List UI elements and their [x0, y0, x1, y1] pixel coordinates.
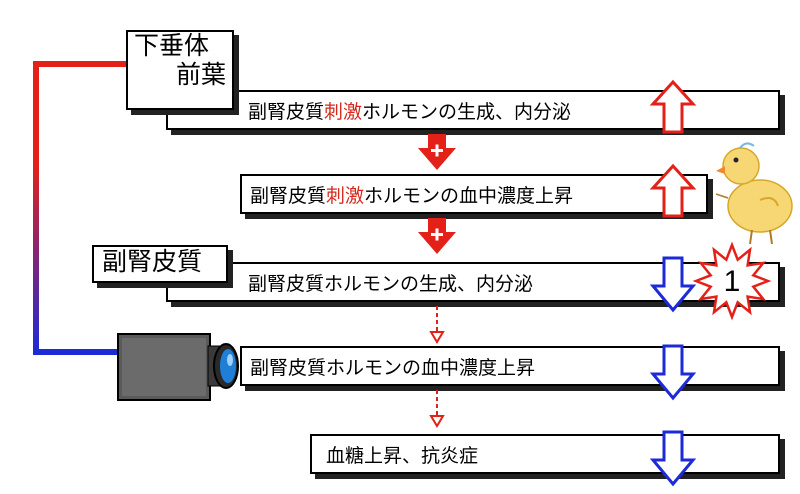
starburst-badge: 1 — [692, 241, 772, 321]
chick-illustration — [715, 142, 793, 245]
plus-arrow-icon — [418, 134, 456, 170]
step-3-text: 副腎皮質ホルモンの生成、内分泌 — [248, 272, 534, 295]
step-1-prefix: 副腎皮質 — [248, 100, 325, 123]
down-arrow-icon — [649, 256, 697, 313]
step-5-text: 血糖上昇、抗炎症 — [326, 444, 479, 467]
step-2-highlight: 刺激 — [326, 184, 365, 207]
step-box-2: 副腎皮質刺激ホルモンの血中濃度上昇 — [240, 174, 708, 214]
dashed-arrow-icon — [429, 390, 445, 428]
pituitary-label-line2: 前葉 — [175, 59, 226, 89]
up-arrow-icon — [649, 79, 697, 134]
step-2-prefix: 副腎皮質 — [250, 184, 327, 207]
step-4-text: 副腎皮質ホルモンの血中濃度上昇 — [250, 356, 536, 379]
step-box-5: 血糖上昇、抗炎症 — [310, 434, 780, 474]
badge-number: 1 — [724, 265, 741, 298]
adrenal-cortex-label: 副腎皮質 — [92, 245, 228, 283]
pituitary-label-line1: 下垂体 — [134, 31, 210, 60]
step-1-suffix: ホルモンの生成、内分泌 — [362, 100, 572, 123]
pituitary-anterior-label: 下垂体 前葉 — [126, 30, 234, 110]
camera-icon — [117, 333, 239, 401]
step-2-suffix: ホルモンの血中濃度上昇 — [364, 184, 574, 207]
up-arrow-icon — [649, 163, 697, 218]
feedback-connector-line — [33, 61, 128, 355]
dashed-arrow-icon — [429, 306, 445, 344]
step-1-highlight: 刺激 — [324, 100, 363, 123]
adrenal-cortex-text: 副腎皮質 — [102, 247, 203, 276]
plus-arrow-icon — [418, 218, 456, 254]
down-arrow-icon — [649, 430, 697, 487]
down-arrow-icon — [649, 344, 697, 401]
